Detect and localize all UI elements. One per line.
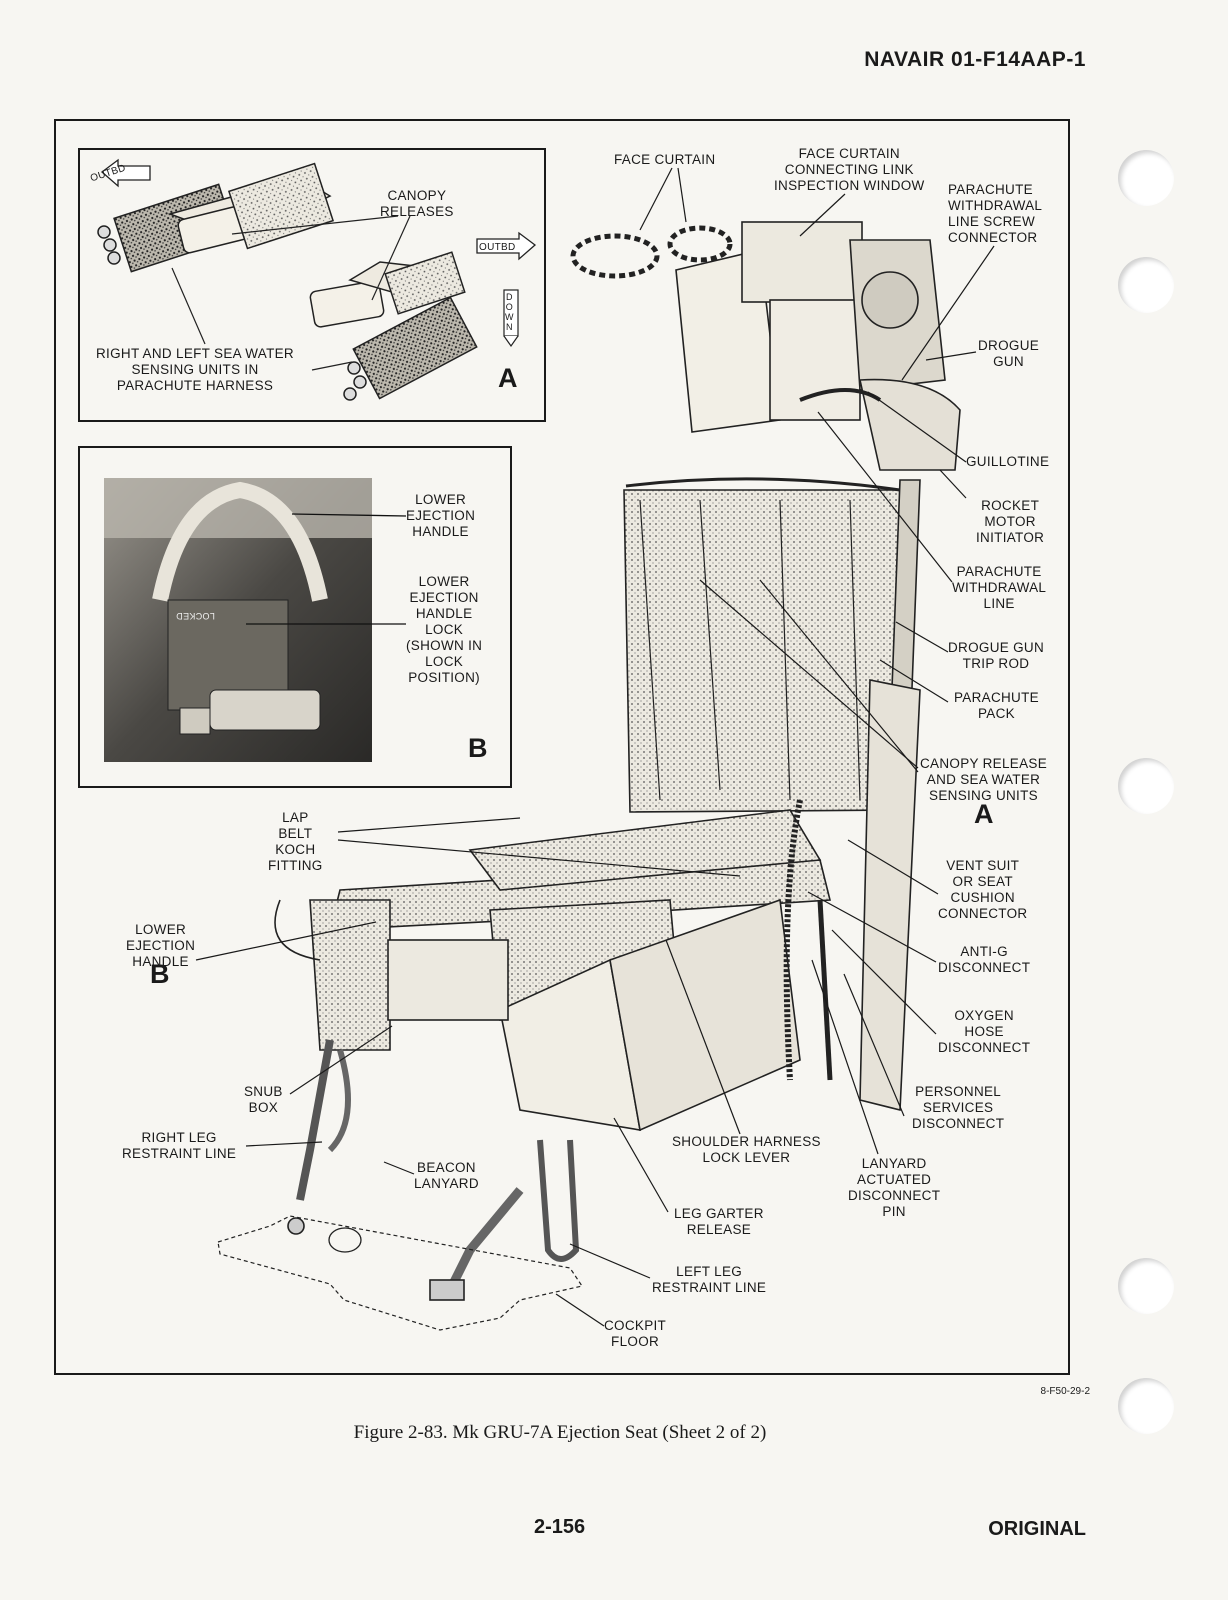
inset-b-frame (78, 446, 512, 788)
label-oxygen-hose: OXYGEN HOSE DISCONNECT (938, 1008, 1031, 1055)
label-parachute-pack: PARACHUTE PACK (954, 690, 1039, 721)
label-leg-garter: LEG GARTER RELEASE (674, 1206, 764, 1237)
label-left-leg-line: LEFT LEG RESTRAINT LINE (652, 1264, 767, 1295)
label-lanyard-pin: LANYARD ACTUATED DISCONNECT PIN (848, 1156, 941, 1219)
inset-a-letter: A (498, 363, 518, 393)
label-face-curtain: FACE CURTAIN (614, 152, 716, 167)
outbd-tag: OUTBD (479, 242, 516, 253)
label-vent-suit: VENT SUIT OR SEAT CUSHION CONNECTOR (938, 858, 1028, 921)
callout-leaders (195, 167, 995, 1327)
page-number: 2-156 (534, 1516, 586, 1538)
label-drogue-gun-trip-rod: DROGUE GUN TRIP ROD (948, 640, 1045, 671)
label-beacon-lanyard: BEACON LANYARD (414, 1160, 479, 1191)
binder-hole (1118, 758, 1174, 814)
label-shoulder-harness: SHOULDER HARNESS LOCK LEVER (672, 1134, 821, 1165)
label-guillotine: GUILLOTINE (966, 454, 1050, 469)
label-right-leg-line: RIGHT LEG RESTRAINT LINE (122, 1130, 237, 1161)
binder-hole (1118, 150, 1174, 206)
label-face-curtain-link: FACE CURTAIN CONNECTING LINK INSPECTION … (774, 146, 925, 193)
binder-hole (1118, 1378, 1174, 1434)
figure-frame (54, 119, 1070, 1375)
inset-a-drawing (97, 158, 537, 401)
label-rocket-motor-initiator: ROCKET MOTOR INITIATOR (976, 498, 1045, 545)
binder-hole (1118, 257, 1174, 313)
locked-text: LOCKED (176, 611, 215, 621)
label-cockpit-floor: COCKPIT FLOOR (604, 1318, 667, 1349)
label-personnel-services: PERSONNEL SERVICES DISCONNECT (912, 1084, 1005, 1131)
inset-a-frame (78, 148, 546, 422)
label-handle-lock: LOWER EJECTION HANDLE LOCK (SHOWN IN LOC… (406, 574, 483, 685)
figure-caption: Figure 2-83. Mk GRU-7A Ejection Seat (Sh… (353, 1422, 767, 1443)
ref-letter-b: B (150, 959, 170, 989)
label-anti-g: ANTI-G DISCONNECT (938, 944, 1031, 975)
inset-b-letter: B (468, 733, 488, 763)
label-lap-belt: LAP BELT KOCH FITTING (268, 810, 323, 873)
label-snub-box: SNUB BOX (244, 1084, 283, 1115)
label-canopy-releases: CANOPY RELEASES (380, 188, 454, 219)
label-sensing-units-harness: RIGHT AND LEFT SEA WATER SENSING UNITS I… (96, 346, 294, 393)
label-drogue-gun: DROGUE GUN (978, 338, 1040, 369)
binder-hole (1118, 1258, 1174, 1314)
label-withdrawal-screw-connector: PARACHUTE WITHDRAWAL LINE SCREW CONNECTO… (948, 182, 1043, 245)
document-id: NAVAIR 01-F14AAP-1 (864, 48, 1086, 71)
ref-letter-a: A (974, 799, 994, 829)
label-withdrawal-line: PARACHUTE WITHDRAWAL LINE (952, 564, 1047, 611)
seat-drawing (217, 221, 961, 1331)
label-canopy-release-units: CANOPY RELEASE AND SEA WATER SENSING UNI… (920, 756, 1047, 803)
label-lower-ejection-handle: LOWER EJECTION HANDLE (406, 492, 476, 539)
revision-status: ORIGINAL (988, 1518, 1086, 1540)
figure-ref-code: 8-F50-29-2 (1040, 1386, 1090, 1397)
inset-b-photo (104, 478, 407, 762)
down-tag: D O W N (505, 292, 514, 332)
label-lower-ejection-handle-main: LOWER EJECTION HANDLE (126, 922, 196, 969)
